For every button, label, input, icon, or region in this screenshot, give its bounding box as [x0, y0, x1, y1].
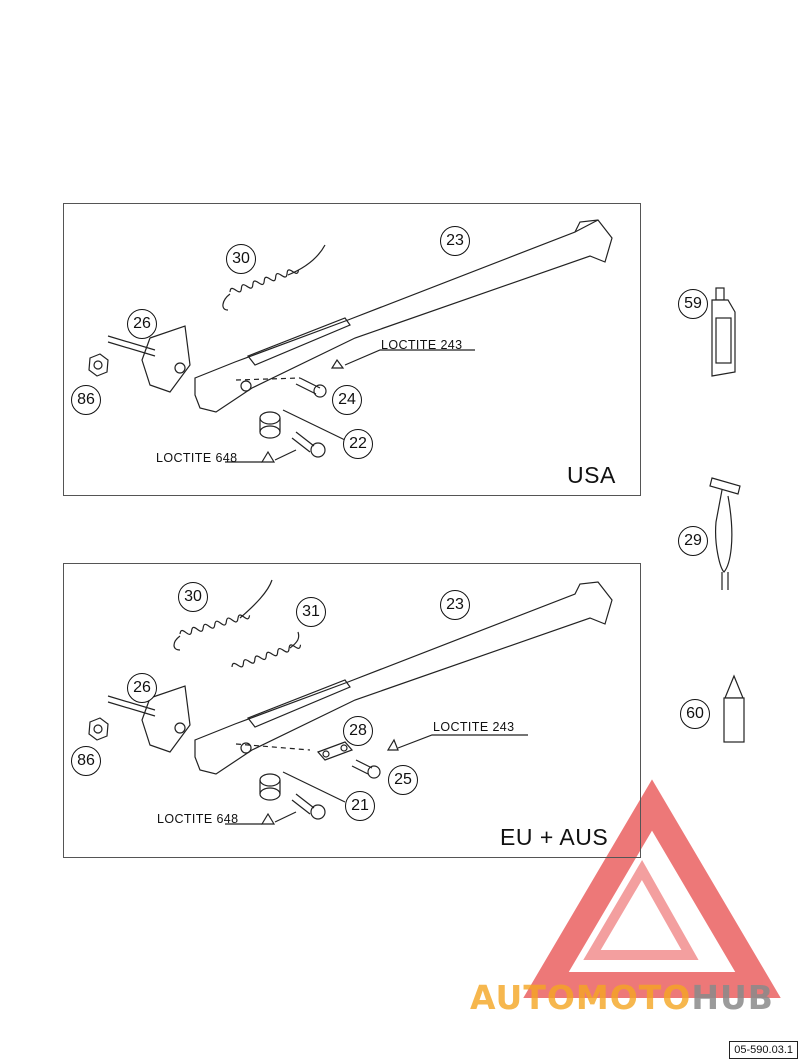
eu-callout-21: 21 [345, 791, 375, 821]
usa-callout-86: 86 [71, 385, 101, 415]
eu-callout-31: 31 [296, 597, 326, 627]
usa-callout-24: 24 [332, 385, 362, 415]
eu-callout-28: 28 [343, 716, 373, 746]
eu-loctite-648-label: LOCTITE 648 [157, 812, 239, 826]
grease-tube-icon [723, 674, 745, 743]
usa-callout-23: 23 [440, 226, 470, 256]
usa-callout-22: 22 [343, 429, 373, 459]
usa-loctite-243-label: LOCTITE 243 [381, 338, 463, 352]
document-reference: 05-590.03.1 [729, 1041, 798, 1059]
watermark-text: AUTOMOTOHUB [470, 978, 774, 1017]
watermark-logo [523, 779, 781, 998]
seal-tool-icon [709, 477, 741, 590]
eu-callout-86: 86 [71, 746, 101, 776]
usa-sidestand-drawing [88, 219, 613, 463]
eu-callout-30: 30 [178, 582, 208, 612]
eu-callout-23: 23 [440, 590, 470, 620]
loctite-bottom-icon [711, 287, 736, 377]
usa-panel-frame [63, 203, 641, 496]
watermark-hub: HUB [691, 978, 774, 1017]
watermark-moto: MOTO [575, 978, 692, 1017]
usa-callout-30: 30 [226, 244, 256, 274]
usa-loctite-648-label: LOCTITE 648 [156, 451, 238, 465]
eu-panel-frame [63, 563, 641, 858]
eu-sidestand-drawing [88, 579, 613, 825]
eu-callout-25: 25 [388, 765, 418, 795]
watermark-auto: AUTO [470, 978, 576, 1017]
callout-59: 59 [678, 289, 708, 319]
usa-callout-26: 26 [127, 309, 157, 339]
usa-region-label: USA [567, 462, 616, 488]
callout-60: 60 [680, 699, 710, 729]
eu-loctite-243-label: LOCTITE 243 [433, 720, 515, 734]
eu-callout-26: 26 [127, 673, 157, 703]
eu-region-label: EU + AUS [500, 824, 609, 850]
callout-29: 29 [678, 526, 708, 556]
